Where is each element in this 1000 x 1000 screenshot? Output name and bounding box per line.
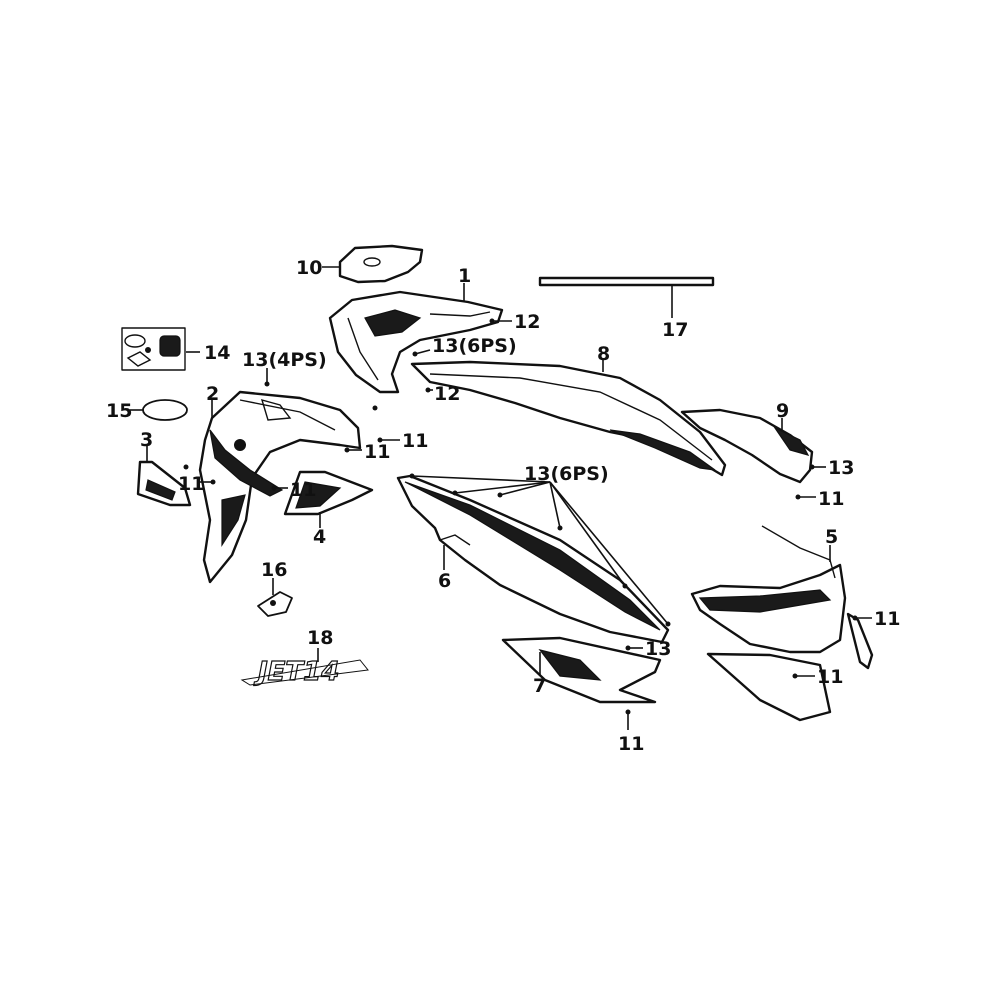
callout-11-f: 11 <box>874 608 900 630</box>
callout-11-a: 11 <box>402 430 428 452</box>
callout-13-b: 13 <box>645 638 671 660</box>
callout-13-6ps-mid: 13(6PS) <box>524 463 609 485</box>
part-4-side-trim <box>283 470 374 516</box>
callout-labels: 10 1 12 17 13(6PS) 12 8 14 13(4PS) 15 2 … <box>106 257 900 755</box>
callout-18: 18 <box>307 627 333 649</box>
callout-9: 9 <box>776 400 789 422</box>
callout-13-a: 13 <box>828 457 854 479</box>
callout-6: 6 <box>438 570 451 592</box>
callout-11-c: 11 <box>178 473 204 495</box>
part-6-body-side-cover <box>396 474 670 644</box>
leader-lines <box>130 266 872 730</box>
callout-11-d: 11 <box>290 479 316 501</box>
part-14-component-kit <box>121 327 186 371</box>
callout-13-4ps: 13(4PS) <box>242 349 327 371</box>
part-16-clip <box>257 591 293 617</box>
part-7-floor-side-panel <box>501 636 662 704</box>
callout-7: 7 <box>533 675 546 697</box>
callout-11-b: 11 <box>364 441 390 463</box>
callout-4: 4 <box>313 526 326 548</box>
part-2-front-side-fairing <box>198 390 362 584</box>
callout-10: 10 <box>296 257 322 279</box>
callout-13-6ps-top: 13(6PS) <box>432 335 517 357</box>
part-17-trim-strip <box>538 276 715 287</box>
emblem-text: JET14 <box>253 657 339 687</box>
part-5-rear-cover <box>690 525 874 722</box>
callout-8: 8 <box>597 343 610 365</box>
callout-12-mid: 12 <box>434 383 460 405</box>
part-15-gasket <box>142 399 188 421</box>
callout-11-h: 11 <box>618 733 644 755</box>
callout-12-top: 12 <box>514 311 540 333</box>
callout-17: 17 <box>662 319 688 341</box>
callout-2: 2 <box>206 383 219 405</box>
part-3-front-trim <box>136 460 192 507</box>
callout-11-g: 11 <box>817 666 843 688</box>
callout-1: 1 <box>458 265 471 287</box>
part-1-front-upper-cover <box>328 290 504 394</box>
part-18-emblem: JET14 <box>240 656 369 688</box>
callout-5: 5 <box>825 526 838 548</box>
part-9-rear-side-cover <box>680 408 814 484</box>
callout-15: 15 <box>106 400 132 422</box>
callout-3: 3 <box>140 429 153 451</box>
part-10-top-cover <box>338 244 424 284</box>
part-8-center-cover <box>410 360 727 477</box>
callout-16: 16 <box>261 559 287 581</box>
callout-11-e: 11 <box>818 488 844 510</box>
callout-14: 14 <box>204 342 230 364</box>
